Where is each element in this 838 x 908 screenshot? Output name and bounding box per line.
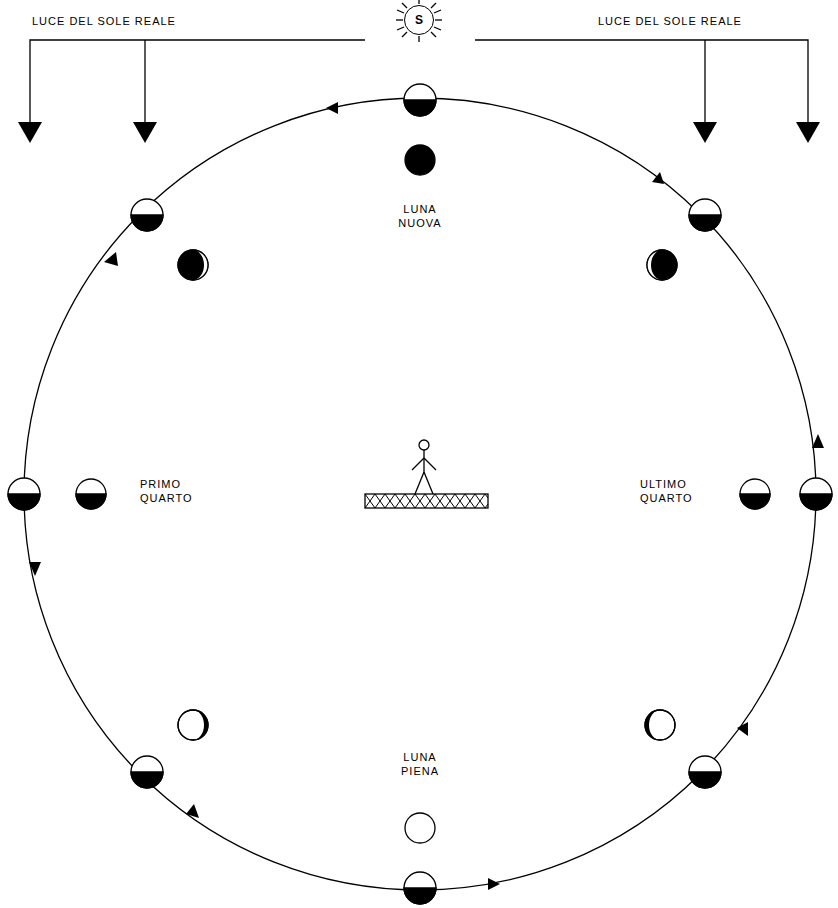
light-label: LUCE DEL SOLE REALE (598, 14, 742, 28)
sun-letter: S (415, 13, 423, 27)
sun-rays (396, 0, 442, 42)
orbit-moons (8, 84, 832, 904)
phase-label: LUNA NUOVA (389, 202, 451, 230)
sun-circle: S (404, 5, 434, 35)
sunlight-lines (30, 40, 808, 125)
seen-moon-phases (76, 145, 770, 843)
phase-label: LUNA PIENA (389, 750, 451, 778)
earth-observer (365, 440, 488, 508)
sunlight-arrowheads (18, 122, 820, 143)
orbit-arrowheads (29, 102, 824, 890)
light-label: LUCE DEL SOLE REALE (32, 14, 176, 28)
moon-orbit (24, 98, 816, 890)
phase-label: PRIMO QUARTO (140, 477, 208, 505)
phase-label: ULTIMO QUARTO (640, 477, 708, 505)
